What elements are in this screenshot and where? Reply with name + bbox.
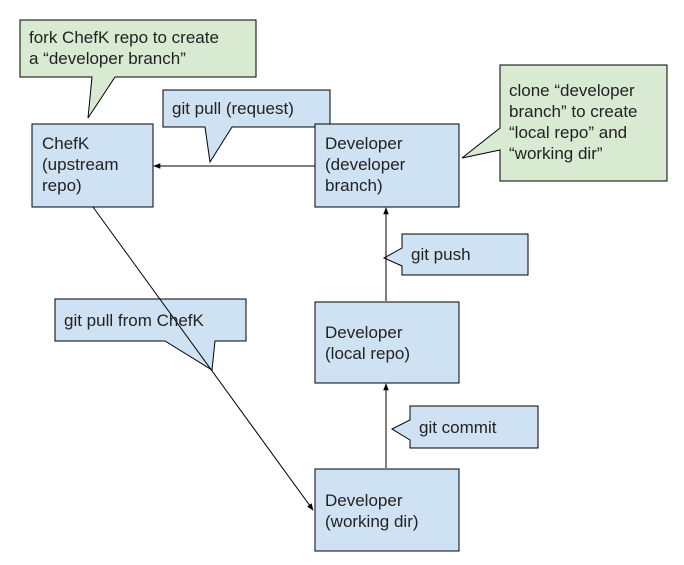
callout-text-line: git pull (request) <box>172 99 294 118</box>
callout-text-line: “local repo” and <box>509 123 628 142</box>
node-text-line: (working dir) <box>325 512 419 531</box>
callout-text-line: branch” to create <box>509 102 638 121</box>
node-text-line: repo) <box>42 176 82 195</box>
callout-text-line: clone “developer <box>509 81 635 100</box>
callout-git-commit: git commit <box>419 417 496 438</box>
callout-git-pull-request-shape <box>162 89 331 164</box>
callout-git-commit-shape <box>390 405 539 449</box>
callout-text-line: git commit <box>419 418 497 437</box>
node-developer-working-box <box>314 468 460 552</box>
node-developer-local-box <box>314 301 460 384</box>
node-developer-local: Developer (local repo) <box>325 322 410 364</box>
callout-git-push: git push <box>411 244 471 265</box>
arrow-upstream-to-working <box>92 206 314 511</box>
node-text-line: ChefK <box>42 134 90 153</box>
node-text-line: Developer <box>325 134 403 153</box>
node-text-line: Developer <box>325 323 403 342</box>
node-text-line: (local repo) <box>325 344 411 363</box>
callout-fork: fork ChefK repo to create a “developer b… <box>29 27 219 69</box>
node-text-line: branch) <box>325 176 383 195</box>
callout-clone: clone “developer branch” to create “loca… <box>509 80 638 164</box>
callout-fork-shape <box>19 19 257 119</box>
callout-git-pull-from-chefk: git pull from ChefK <box>64 310 204 331</box>
node-text-line: (upstream <box>42 155 119 174</box>
node-chefk-upstream: ChefK (upstream repo) <box>42 133 119 196</box>
callout-git-push-shape <box>382 233 529 276</box>
callout-git-pull-request: git pull (request) <box>172 98 294 119</box>
callout-text-line: git push <box>411 245 471 264</box>
node-chefk-upstream-box <box>31 123 154 208</box>
callout-text-line: git pull from ChefK <box>64 311 204 330</box>
callout-clone-shape <box>461 64 668 182</box>
node-text-line: (developer <box>325 155 406 174</box>
node-text-line: Developer <box>325 491 403 510</box>
node-developer-working: Developer (working dir) <box>325 490 419 532</box>
callout-text-line: fork ChefK repo to create <box>29 28 219 47</box>
callout-text-line: “working dir” <box>509 144 603 163</box>
node-developer-branch: Developer (developer branch) <box>325 133 405 196</box>
callout-text-line: a “developer branch” <box>29 49 186 68</box>
